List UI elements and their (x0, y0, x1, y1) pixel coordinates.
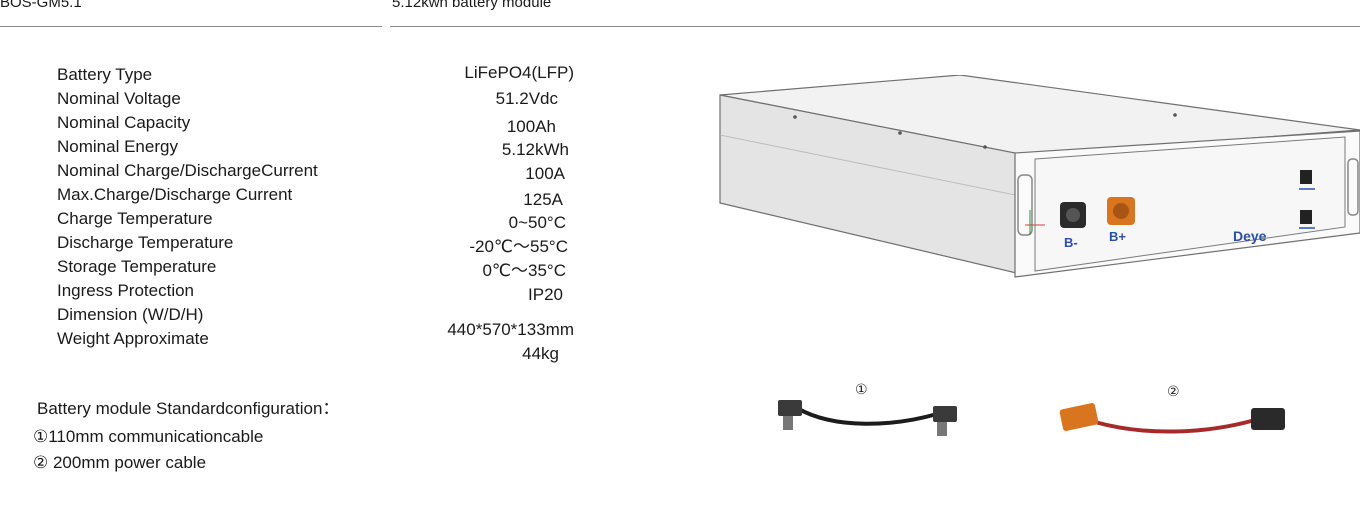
comm-cable-plug-left (778, 400, 802, 416)
comm-cable-wire (795, 406, 938, 426)
spec-value-max-current: 125A (523, 190, 563, 209)
spec-value-nominal-voltage: 51.2Vdc (495, 89, 558, 108)
page-title: 5.12kwh battery module (392, 0, 552, 11)
spec-value-nominal-energy: 5.12kWh (501, 140, 569, 159)
terminal-pos-label: B+ (1109, 229, 1126, 244)
power-cable-plug-black (1251, 408, 1285, 430)
port-bottom-icon (1300, 210, 1312, 224)
battery-front-panel (1034, 136, 1346, 272)
spec-label-dimension: Dimension (W/D/H) (57, 305, 204, 324)
header-rule-right (390, 26, 1360, 27)
config-title: Battery module Standardconfiguration： (37, 399, 340, 418)
spec-value-dimension: 440*570*133mm (447, 320, 574, 339)
spec-label-nominal-energy: Nominal Energy (57, 137, 178, 156)
brand-logo-text: Deye (1233, 228, 1267, 244)
spec-value-nominal-capacity: 100Ah (506, 117, 556, 136)
battery-right-handle (1347, 158, 1359, 216)
battery-left-handle (1017, 174, 1033, 236)
spec-label-nominal-current: Nominal Charge/DischargeCurrent (57, 161, 318, 180)
header-rule-left (0, 26, 382, 27)
comm-cable-plug-right (933, 406, 957, 422)
model-name: BOS-GM5.1 (0, 0, 82, 11)
spec-value-charge-temp: 0~50°C (508, 213, 566, 232)
spec-label-max-current: Max.Charge/Discharge Current (57, 185, 293, 204)
spec-value-storage-temp: 0℃～35°C (482, 261, 566, 280)
spec-label-nominal-voltage: Nominal Voltage (57, 89, 181, 108)
spec-value-ingress: IP20 (528, 285, 563, 304)
power-cable-plug-orange (1059, 403, 1099, 431)
port-top-icon (1300, 170, 1312, 184)
spec-label-battery-type: Battery Type (57, 65, 153, 84)
spec-value-weight: 44kg (522, 344, 559, 363)
spec-label-nominal-capacity: Nominal Capacity (57, 113, 191, 132)
power-cable-image: ② (1059, 383, 1285, 434)
cable2-marker: ② (1167, 383, 1180, 399)
spec-label-storage-temp: Storage Temperature (57, 257, 217, 276)
spec-value-discharge-temp: -20℃～55°C (469, 237, 568, 256)
communication-cable-image: ① (778, 381, 957, 436)
battery-module-image: B- B+ Deye (719, 75, 1360, 278)
spec-label-discharge-temp: Discharge Temperature (57, 233, 234, 252)
config-item-power-cable: ② 200mm power cable (33, 453, 207, 472)
spec-label-charge-temp: Charge Temperature (57, 209, 213, 228)
cable1-marker: ① (855, 381, 868, 397)
spec-label-ingress: Ingress Protection (57, 281, 195, 300)
spec-value-battery-type: LiFePO4(LFP) (464, 63, 574, 82)
terminal-neg-label: B- (1064, 235, 1078, 250)
power-cable-wire (1094, 418, 1256, 434)
config-item-comm-cable: ①110mm communicationcable (33, 427, 264, 446)
spec-label-weight: Weight Approximate (57, 329, 209, 348)
spec-value-nominal-current: 100A (525, 164, 565, 183)
